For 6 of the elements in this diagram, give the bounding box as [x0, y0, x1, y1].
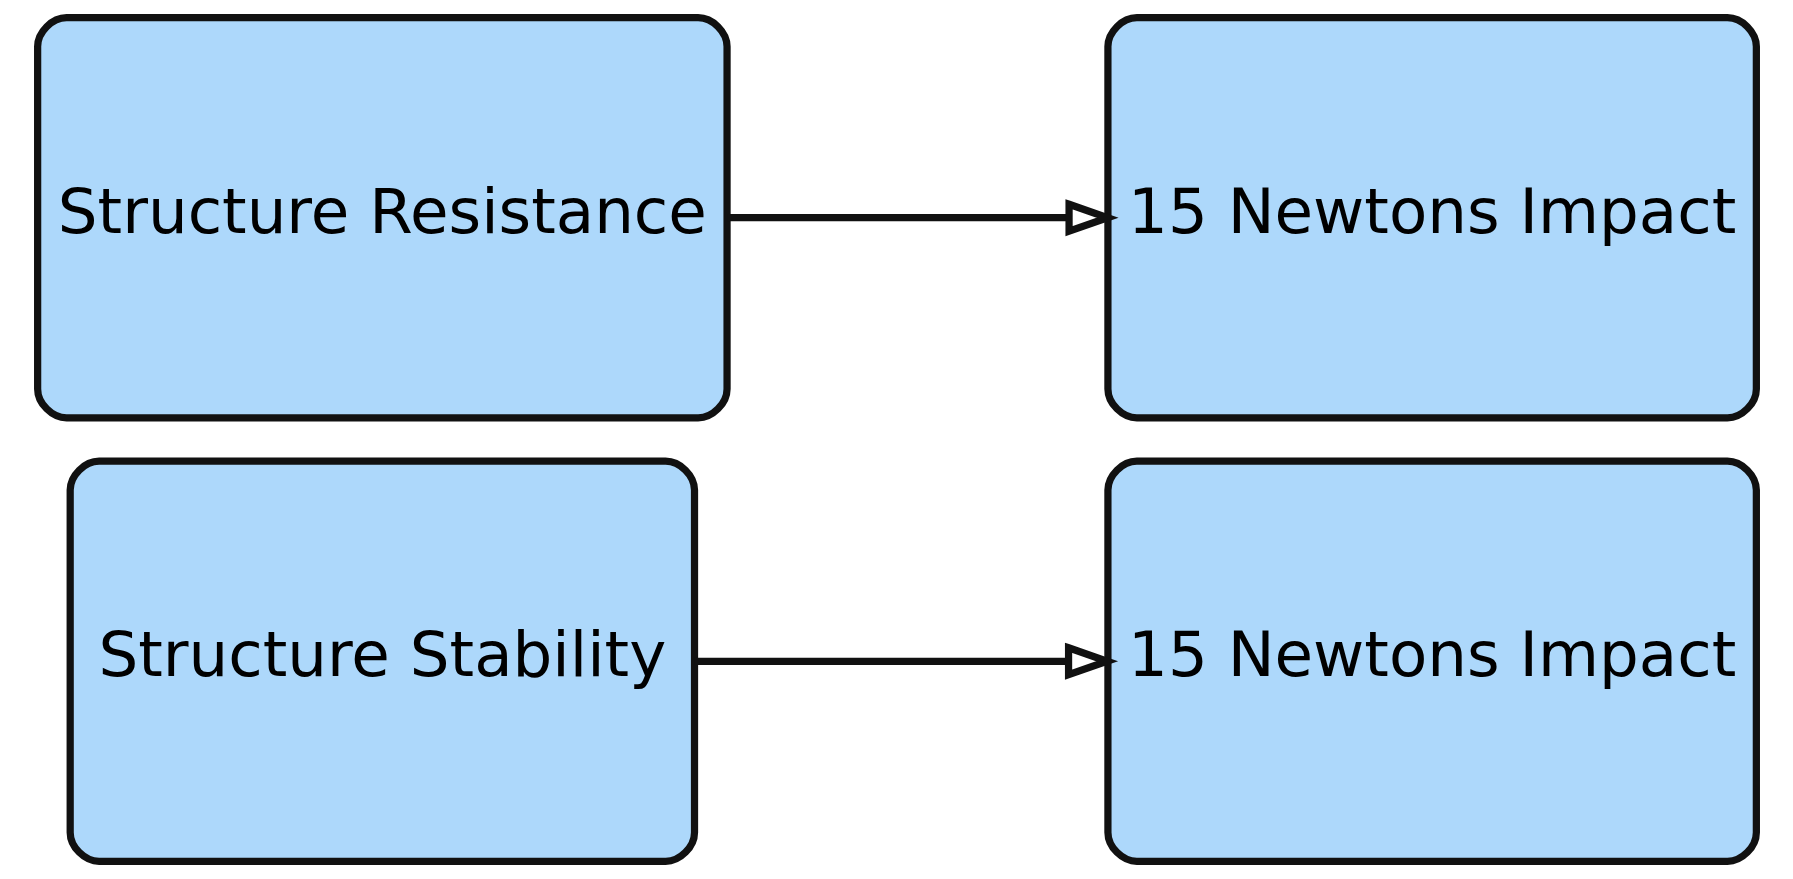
node-box: Structure Resistance: [33, 14, 731, 422]
node-box: 15 Newtons Impact: [1103, 457, 1760, 865]
arrow: [727, 199, 1119, 237]
node-box: 15 Newtons Impact: [1103, 14, 1760, 422]
node-box: Structure Stability: [66, 457, 698, 865]
arrow: [694, 642, 1118, 680]
